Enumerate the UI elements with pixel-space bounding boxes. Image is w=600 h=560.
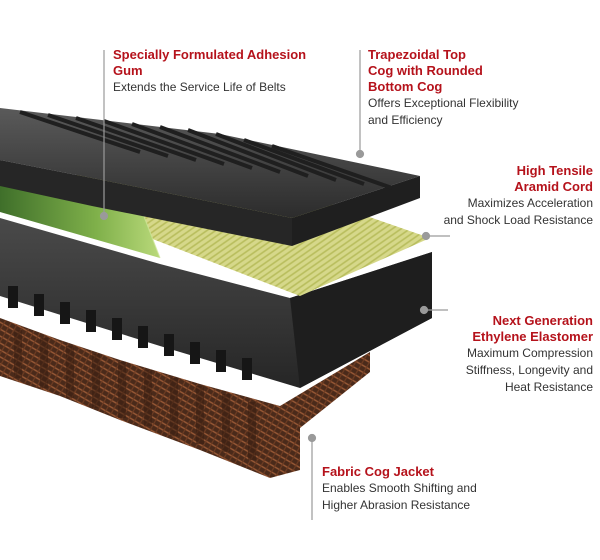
- callout-fabric-jacket-title: Fabric Cog Jacket: [322, 464, 434, 479]
- callout-aramid-cord-title: High Tensile Aramid Cord: [514, 163, 593, 194]
- callout-adhesion-gum: Specially Formulated Adhesion Gum Extend…: [113, 47, 343, 96]
- callout-fabric-jacket-description: Enables Smooth Shifting and Higher Abras…: [322, 481, 477, 512]
- callout-elastomer: Next Generation Ethylene Elastomer Maxim…: [393, 313, 593, 396]
- callout-adhesion-gum-title: Specially Formulated Adhesion Gum: [113, 47, 307, 78]
- callout-top-cog: Trapezoidal Top Cog with Rounded Bottom …: [368, 47, 568, 129]
- leader-dot-elastomer: [419, 305, 429, 315]
- callout-elastomer-title: Next Generation Ethylene Elastomer: [472, 313, 593, 344]
- fabric-cog-jacket-layer: [0, 318, 370, 478]
- leader-dot-adhesion: [99, 211, 109, 221]
- trapezoidal-top-cog-layer: [0, 108, 420, 246]
- leader-lines: [99, 50, 450, 520]
- callout-top-cog-description: Offers Exceptional Flexibility and Effic…: [368, 96, 519, 127]
- callout-aramid-cord: High Tensile Aramid Cord Maximizes Accel…: [393, 163, 593, 229]
- callout-top-cog-title: Trapezoidal Top Cog with Rounded Bottom …: [368, 47, 483, 94]
- ethylene-elastomer-layer: [0, 218, 432, 388]
- leader-dot-jacket: [307, 433, 317, 443]
- callout-elastomer-description: Maximum Compression Stiffness, Longevity…: [465, 346, 593, 394]
- callout-adhesion-gum-description: Extends the Service Life of Belts: [113, 80, 286, 94]
- callout-fabric-jacket: Fabric Cog Jacket Enables Smooth Shiftin…: [322, 464, 522, 514]
- callout-aramid-cord-description: Maximizes Acceleration and Shock Load Re…: [443, 196, 593, 227]
- leader-dot-top-cog: [355, 149, 365, 159]
- leader-dot-aramid: [421, 231, 431, 241]
